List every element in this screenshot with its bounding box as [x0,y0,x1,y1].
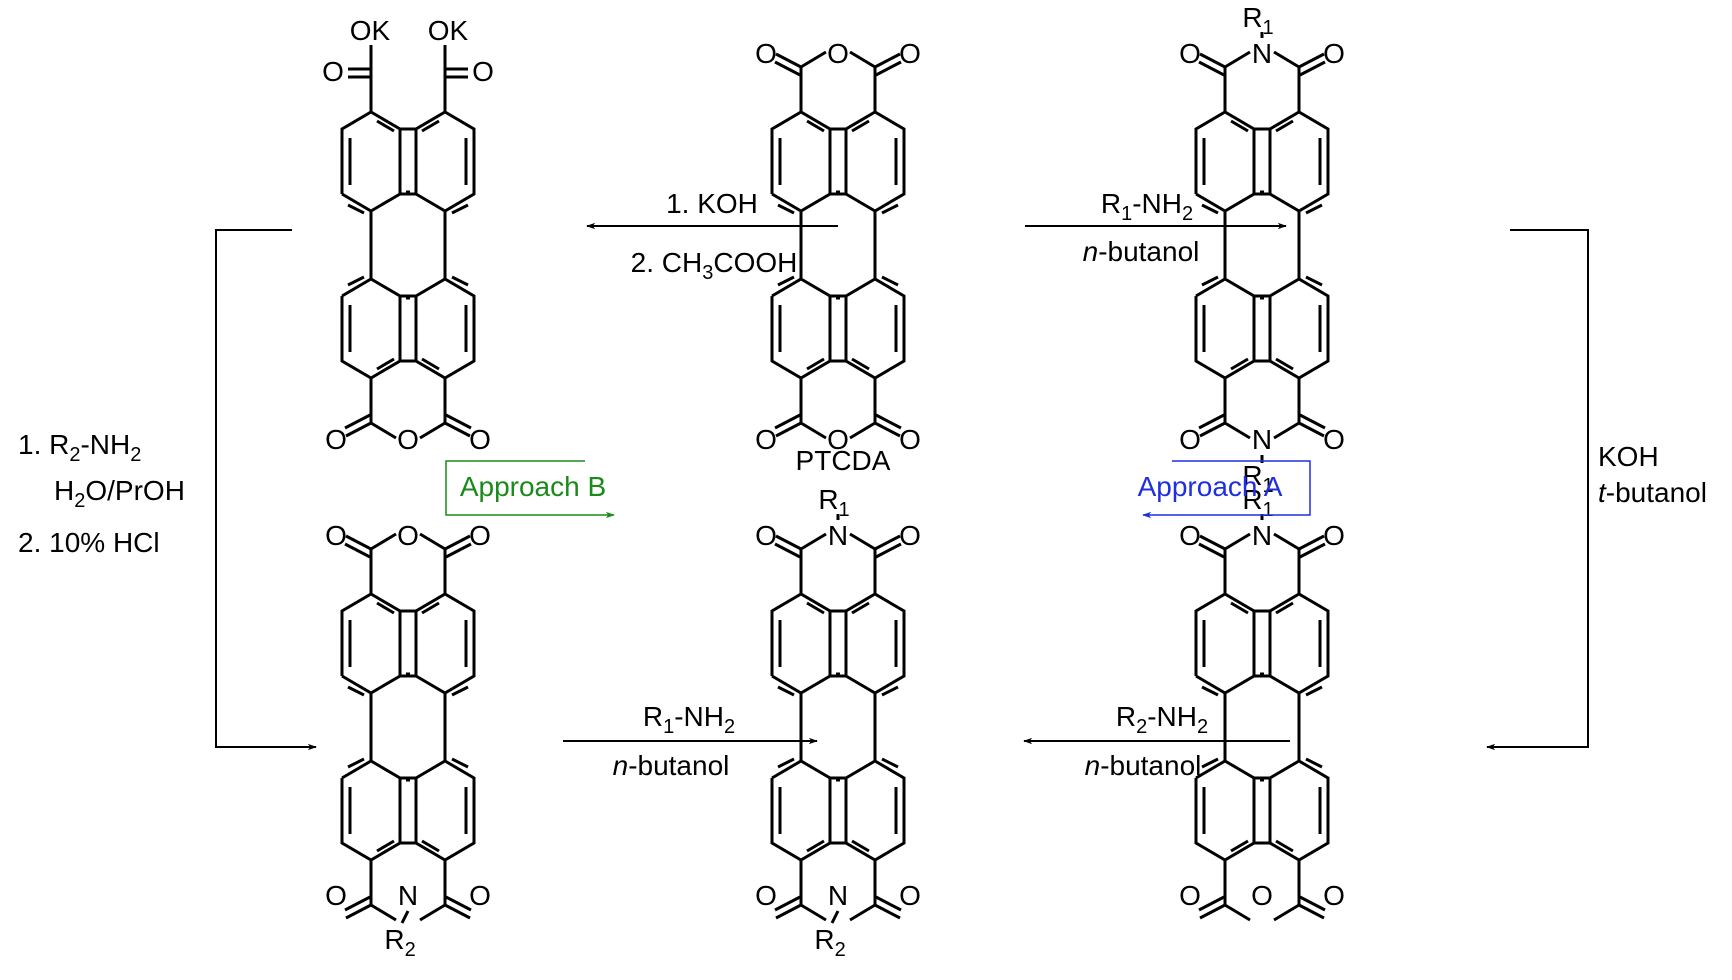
substituent-r: R2 [814,924,845,961]
solvent-butanol-bottom-left: n-butanol [613,750,730,781]
atom-o: O [397,520,419,551]
atom-o: O [1179,520,1201,551]
substituent-r: R1 [1242,460,1273,497]
atom-o: O [827,424,849,455]
atom-o: O [1179,424,1201,455]
reagent-amine-bottom-left: R1-NH2 [643,701,735,738]
atom-o: O [322,56,344,87]
atom-n: N [1252,424,1272,455]
atom-o: O [755,880,777,911]
atom-o: O [755,424,777,455]
atom-o: O [1323,880,1345,911]
reagent-amine: R1-NH2 [1101,188,1193,225]
reagent-koh: 1. KOH [666,188,758,219]
compound-bottom-right: O N O R1 O O O [1179,484,1345,922]
atom-ok: OK [350,15,391,46]
atom-o: O [325,424,347,455]
atom-o: O [899,520,921,551]
atom-o: O [899,880,921,911]
atom-o: O [899,424,921,455]
atom-o: O [469,520,491,551]
compound-ptcda: O O O O O O [755,38,921,455]
atom-o: O [827,38,849,69]
atom-n: N [1252,38,1272,69]
atom-o: O [469,424,491,455]
substituent-r: R2 [384,924,415,961]
approach-b-label: Approach B [445,460,615,519]
atom-n: N [828,520,848,551]
reagent-amine-bottom-right: R2-NH2 [1116,701,1208,738]
solvent-butanol-bottom-right: n-butanol [1085,750,1202,781]
atom-o: O [1323,520,1345,551]
atom-o: O [325,520,347,551]
solvent-butanol: n-butanol [1083,236,1200,267]
atom-o: O [1179,880,1201,911]
reagent-r2-amine: 1. R2-NH2 [18,429,141,466]
atom-n: N [1252,520,1272,551]
compound-bottom-center: O N O R1 O N O R2 [755,484,921,961]
compound-top-right: O N O R1 O N O R1 [1179,2,1345,497]
atom-o: O [1323,424,1345,455]
atom-n: N [398,880,418,911]
atom-o: O [325,880,347,911]
atom-ok: OK [428,15,469,46]
approach-b-text: Approach B [460,471,606,502]
atom-o: O [472,56,494,87]
atom-o: O [755,38,777,69]
arrow-left-bracket [215,229,317,751]
atom-o: O [899,38,921,69]
atom-o: O [469,880,491,911]
solvent-water-propanol: H2O/PrOH [54,475,185,512]
ptcda-label: PTCDA [796,445,891,476]
reagent-koh-right: KOH [1598,441,1659,472]
approach-a-label: Approach A [1138,460,1311,519]
atom-o: O [1323,38,1345,69]
substituent-r: R1 [1242,2,1273,39]
reagent-hcl: 2. 10% HCl [18,527,160,558]
approach-a-text: Approach A [1138,471,1283,502]
atom-o: O [1179,38,1201,69]
atom-o: O [755,520,777,551]
compound-bottom-left: O O O O N O R2 [325,520,491,961]
substituent-r: R1 [818,484,849,521]
solvent-t-butanol: t-butanol [1598,477,1707,508]
atom-o: O [1251,880,1273,911]
arrow-right-bracket [1486,229,1589,751]
atom-n: N [828,880,848,911]
compound-top-left: O O OK OK O O O [322,15,494,455]
reagent-acetic-acid: 2. CH3COOH [631,247,798,284]
substituent-r: R1 [1242,484,1273,521]
atom-o: O [397,424,419,455]
